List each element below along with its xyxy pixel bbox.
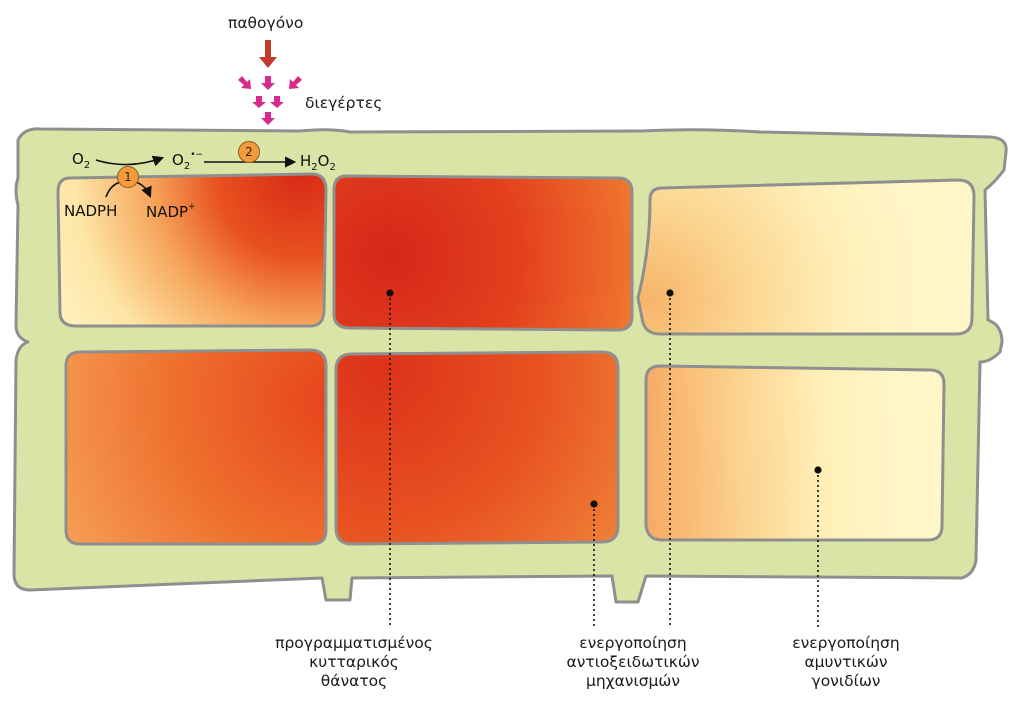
- defense-line-2: αμυντικών: [804, 653, 888, 671]
- o2-formula: O2: [72, 150, 91, 171]
- antioxidant-line-3: μηχανισμών: [585, 672, 681, 690]
- pcd-label: προγραμματισμένος κυτταρικός θάνατος: [268, 634, 440, 691]
- cell-top-middle: [332, 174, 634, 332]
- elicitors-label: διεγέρτες: [305, 94, 383, 112]
- step-2-badge: 2: [238, 141, 260, 163]
- defense-line-3: γονιδίων: [811, 672, 881, 690]
- step-1-badge: 1: [117, 166, 139, 188]
- cell-bottom-right: [644, 364, 946, 542]
- leader-lines: [386, 289, 822, 627]
- antioxidant-label: ενεργοποίηση αντιοξειδωτικών μηχανισμών: [556, 634, 710, 691]
- antioxidant-line-1: ενεργοποίηση: [579, 634, 687, 652]
- elicitor-arrows: [238, 76, 302, 125]
- cell-bottom-middle: [334, 350, 620, 546]
- pcd-line-1: προγραμματισμένος: [275, 634, 433, 652]
- pcd-line-3: θάνατος: [320, 672, 388, 690]
- cell-bottom-left: [64, 348, 328, 546]
- pathogen-label: παθογόνο: [228, 14, 304, 32]
- pcd-line-2: κυτταρικός: [309, 653, 399, 671]
- nadp-formula: NADP+: [146, 202, 196, 221]
- cell-top-left: [56, 172, 328, 328]
- defense-line-1: ενεργοποίηση: [792, 634, 900, 652]
- pathogen-arrow: [259, 40, 277, 68]
- superoxide-formula: O2•−: [172, 150, 204, 172]
- nadph-label: NADPH: [64, 202, 118, 220]
- antioxidant-line-2: αντιοξειδωτικών: [566, 653, 700, 671]
- cell-top-right: [636, 178, 976, 336]
- h2o2-formula: H2O2: [300, 152, 336, 173]
- reaction-arrow-1: [95, 155, 165, 167]
- defense-genes-label: ενεργοποίηση αμυντικών γονιδίων: [778, 634, 914, 691]
